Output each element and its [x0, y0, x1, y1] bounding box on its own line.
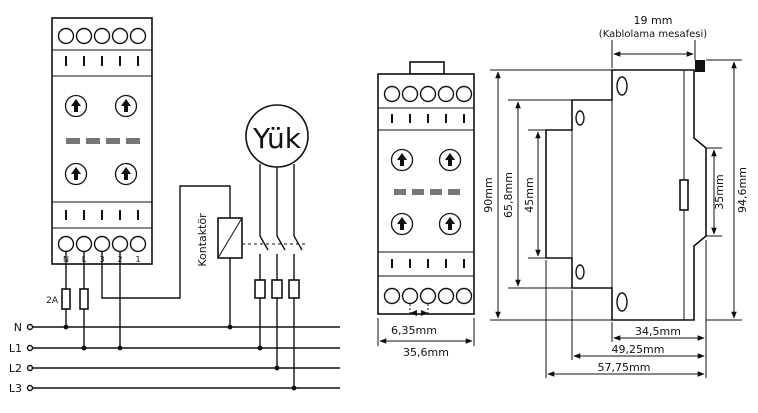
contactor-label: Kontaktör — [196, 213, 209, 267]
line-label-l1: L1 — [9, 342, 22, 355]
top-terminal-slots — [65, 56, 139, 66]
cable-spacing-note: (Kablolama mesafesi) — [599, 29, 708, 40]
depth-dimension-2: 49,25mm — [612, 343, 665, 356]
front-top-terminals — [383, 85, 473, 103]
side-view: 19 mm (Kablolama mesafesi) 90mm 65,8mm 4… — [482, 14, 749, 378]
rail-height-dimension: 35mm — [713, 174, 726, 209]
height-shoulder-dimension: 65,8mm — [502, 172, 515, 218]
height-front-dimension: 45mm — [523, 177, 536, 212]
adjust-knob-icon — [438, 212, 462, 236]
supply-lines — [26, 323, 340, 392]
line-label-l3: L3 — [9, 382, 22, 395]
top-terminals — [57, 27, 147, 45]
front-led-indicators — [394, 189, 460, 195]
adjust-knob-icon — [64, 94, 88, 118]
width-dimension: 35,6mm — [403, 346, 449, 359]
load-label: Yük — [252, 122, 302, 155]
adjust-knob-icon — [390, 212, 414, 236]
din-clip — [409, 61, 445, 75]
line-label-n: N — [14, 321, 22, 334]
adjust-knob-icon — [64, 162, 88, 186]
height-total-dimension: 90mm — [482, 177, 495, 212]
contactor-coil — [217, 217, 243, 259]
adjust-knob-icon — [114, 94, 138, 118]
depth-dimension-1: 34,5mm — [635, 325, 681, 338]
line-label-l2: L2 — [9, 362, 22, 375]
depth-dimension-3: 57,75mm — [598, 361, 651, 374]
wiring-diagram: N L 3 2 1 N L1 L2 L3 — [9, 17, 340, 395]
front-bottom-terminals — [383, 287, 473, 305]
fuse-label: 2A — [46, 296, 59, 306]
cable-spacing-value: 19 mm — [634, 14, 673, 27]
adjust-knob-icon — [114, 162, 138, 186]
height-overall-dimension: 94,6mm — [736, 167, 749, 213]
led-indicators — [66, 138, 140, 144]
front-view: 6,35mm 35,6mm — [377, 61, 475, 359]
adjust-knob-icon — [390, 148, 414, 172]
pitch-dimension: 6,35mm — [391, 324, 437, 337]
adjust-knob-icon — [438, 148, 462, 172]
control-wiring — [61, 185, 233, 351]
bottom-terminals — [57, 235, 147, 253]
terminal-label: 1 — [135, 255, 140, 264]
main-contacts — [242, 164, 306, 391]
